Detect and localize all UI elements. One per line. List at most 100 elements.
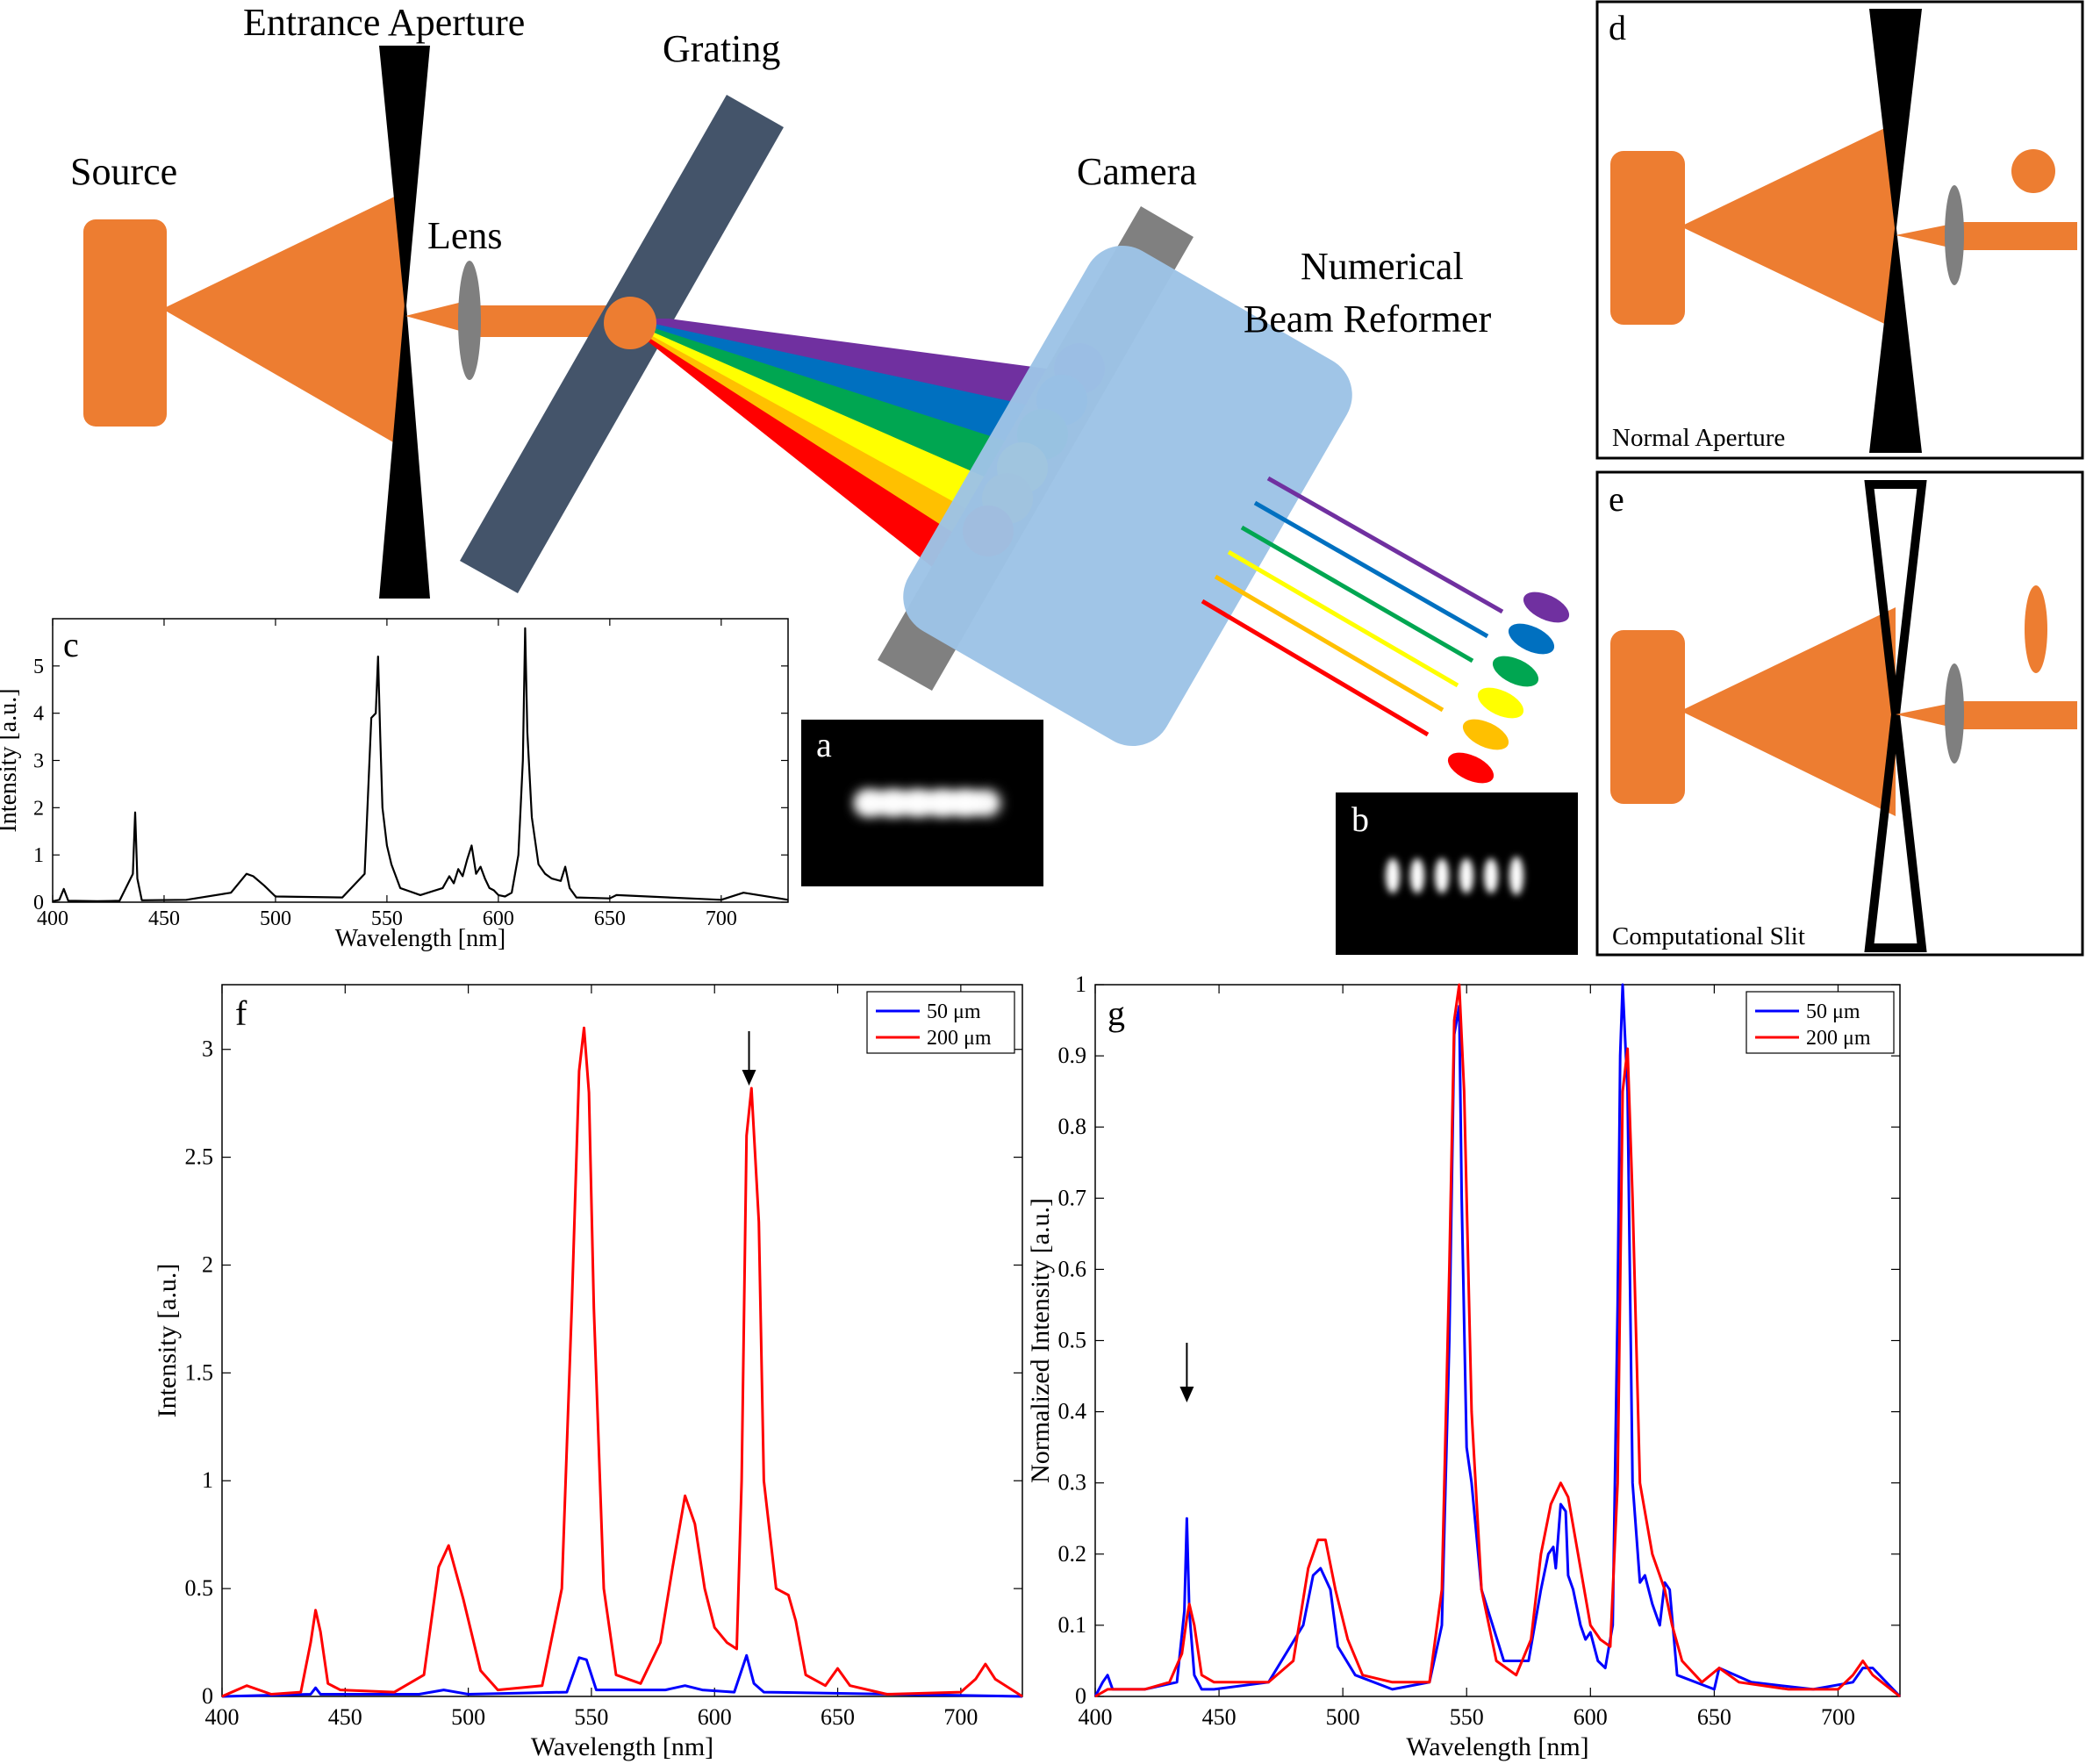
y-tick-label: 0.7 — [1058, 1185, 1087, 1210]
chart-f-xlabel: Wavelength [nm] — [531, 1732, 713, 1761]
x-tick-label: 600 — [1573, 1704, 1608, 1730]
round-spot — [2011, 149, 2055, 193]
y-tick-label: 0 — [33, 892, 44, 914]
x-tick-label: 450 — [1202, 1704, 1237, 1730]
legend-label: 50 μm — [1806, 1000, 1860, 1023]
y-tick-label: 0.6 — [1058, 1256, 1087, 1281]
entrance-aperture — [379, 46, 430, 316]
x-tick-label: 700 — [706, 907, 737, 930]
y-tick-label: 2 — [202, 1251, 213, 1277]
panel-d-caption: Normal Aperture — [1612, 424, 1785, 452]
panel-d: d Normal Aperture — [1595, 0, 2084, 460]
y-tick-label: 3 — [202, 1036, 213, 1062]
x-tick-label: 600 — [483, 907, 514, 930]
x-tick-label: 550 — [574, 1704, 608, 1730]
panel-g-letter: g — [1108, 993, 1125, 1033]
panel-e: e Computational Slit — [1595, 470, 2084, 957]
chart-f-legend — [866, 991, 1015, 1054]
y-tick-label: 0.8 — [1058, 1114, 1087, 1139]
panel-b-image — [1336, 792, 1578, 955]
y-tick-label: 2 — [33, 797, 44, 820]
source-block — [83, 219, 167, 427]
panel-b: b — [1336, 792, 1578, 955]
chart-g-ylabel: Normalized Intensity [a.u.] — [1026, 1198, 1055, 1483]
panel-a-letter: a — [816, 725, 832, 764]
x-tick-label: 550 — [371, 907, 403, 930]
chart-g-xlabel: Wavelength [nm] — [1406, 1732, 1588, 1761]
y-tick-label: 0.1 — [1058, 1612, 1087, 1638]
chart-g: 400 450 500 550 600 650 700 0 0.1 0.2 0.3 0.4 0.5 0.6… — [1026, 972, 1902, 1761]
chart-g-frame — [1094, 984, 1901, 1697]
x-tick-label: 700 — [1821, 1704, 1855, 1730]
y-tick-label: 0.5 — [1058, 1328, 1087, 1353]
label-camera: Camera — [1077, 150, 1197, 193]
x-tick-label: 500 — [451, 1704, 485, 1730]
x-tick-label: 650 — [1697, 1704, 1731, 1730]
y-tick-label: 0.5 — [185, 1575, 214, 1601]
label-grating: Grating — [663, 27, 780, 70]
x-tick-label: 500 — [1326, 1704, 1360, 1730]
x-tick-label: 400 — [205, 1704, 240, 1730]
y-tick-label: 0.2 — [1058, 1541, 1087, 1567]
y-tick-label: 1.5 — [185, 1359, 214, 1385]
annotation-arrowhead — [1179, 1387, 1194, 1402]
chart-c-xlabel: Wavelength [nm] — [335, 925, 505, 952]
panel-a: a — [801, 720, 1043, 886]
x-tick-label: 600 — [698, 1704, 732, 1730]
panel-b-letter: b — [1351, 800, 1369, 839]
label-source: Source — [70, 150, 177, 193]
y-tick-label: 0.3 — [1058, 1470, 1087, 1495]
y-tick-label: 2.5 — [185, 1144, 214, 1170]
label-reformer-line1: Numerical — [1301, 245, 1464, 288]
legend-label: 50 μm — [927, 1000, 981, 1023]
label-lens: Lens — [427, 214, 503, 257]
beam-reformer — [903, 245, 1352, 747]
x-tick-label: 550 — [1450, 1704, 1484, 1730]
chart-f-frame — [221, 984, 1023, 1697]
x-tick-label: 650 — [821, 1704, 855, 1730]
x-tick-label: 500 — [260, 907, 291, 930]
x-tick-label: 450 — [328, 1704, 362, 1730]
label-entrance-aperture: Entrance Aperture — [243, 1, 525, 44]
panel-c-letter: c — [63, 625, 79, 664]
chart-f-series-200-m — [221, 1026, 1023, 1698]
exit-cone — [405, 300, 470, 333]
panel-d-letter: d — [1609, 8, 1626, 47]
panel-f-letter: f — [235, 993, 247, 1033]
y-tick-label: 1 — [202, 1467, 213, 1493]
y-tick-label: 0 — [202, 1683, 213, 1709]
x-tick-label: 650 — [594, 907, 626, 930]
y-tick-label: 4 — [33, 703, 44, 726]
y-tick-label: 1 — [33, 844, 44, 867]
x-tick-label: 700 — [943, 1704, 978, 1730]
panel-e-caption: Computational Slit — [1612, 922, 1805, 950]
label-reformer-line2: Beam Reformer — [1244, 298, 1492, 341]
legend-label: 200 μm — [1806, 1027, 1871, 1050]
x-tick-label: 400 — [37, 907, 68, 930]
y-tick-label: 5 — [33, 656, 44, 678]
elongated-spot — [2025, 585, 2047, 673]
y-tick-label: 1 — [1075, 972, 1086, 997]
annotation-arrowhead — [742, 1070, 756, 1086]
chart-f-series-50-m — [221, 1653, 1023, 1698]
source-cone — [162, 191, 405, 449]
chart-c-frame — [52, 618, 789, 903]
legend-label: 200 μm — [927, 1027, 992, 1050]
x-tick-label: 450 — [148, 907, 180, 930]
chart-c-series-0 — [52, 627, 789, 903]
grating-spot — [604, 297, 656, 349]
chart-f-ylabel: Intensity [a.u.] — [153, 1264, 182, 1418]
chart-g-legend — [1746, 991, 1895, 1054]
lens — [458, 261, 481, 380]
normal-aperture — [1869, 9, 1922, 235]
y-tick-label: 0.4 — [1058, 1399, 1087, 1424]
x-tick-label: 400 — [1079, 1704, 1113, 1730]
chart-c-ylabel: Intensity [a.u.] — [0, 688, 22, 832]
chart-g-series-50-m — [1093, 983, 1902, 1698]
y-tick-label: 0.9 — [1058, 1043, 1087, 1068]
y-tick-label: 3 — [33, 750, 44, 773]
y-tick-label: 0 — [1075, 1683, 1086, 1709]
chart-f: 400 450 500 550 600 650 700 0 0.5 1 1.5 2 2.5 3Wavele… — [153, 984, 1023, 1761]
